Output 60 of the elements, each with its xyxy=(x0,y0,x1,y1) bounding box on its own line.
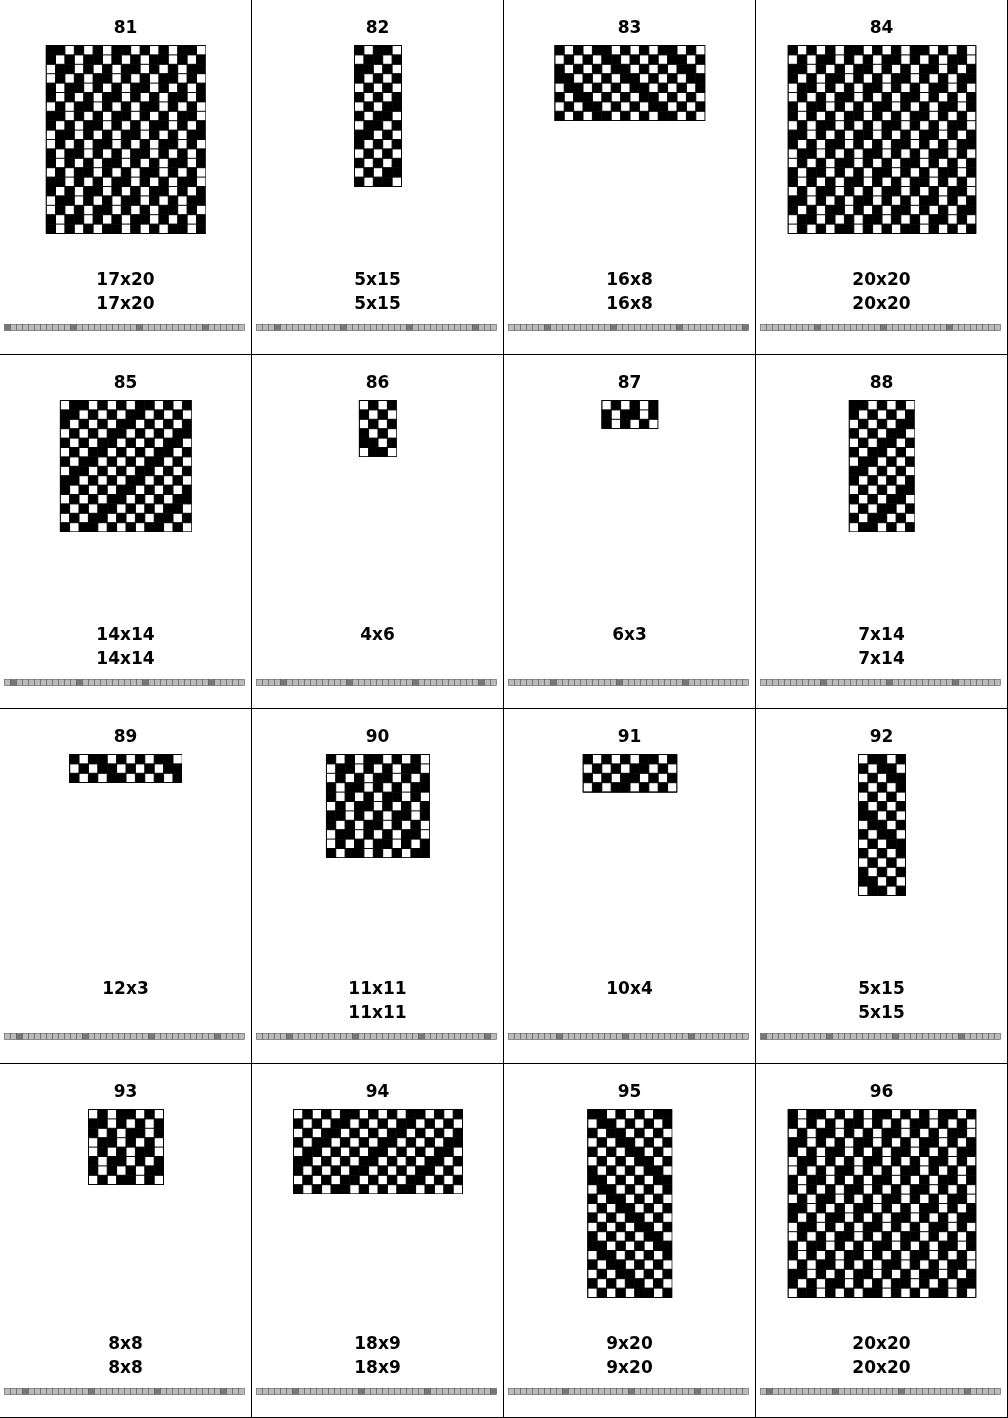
dimension-label: 20x20 xyxy=(851,1355,912,1378)
dimension-label: 9x20 xyxy=(605,1355,654,1378)
dimension-label: 4x6 xyxy=(359,622,396,645)
dimension-label: 7x14 xyxy=(857,622,906,645)
pattern-card xyxy=(252,709,504,1064)
pattern-card xyxy=(252,354,504,709)
pattern-card xyxy=(756,1063,1008,1418)
dimension-label: 5x15 xyxy=(857,1001,906,1023)
dimension-label: 20x20 xyxy=(851,1331,912,1354)
pattern-number: 95 xyxy=(616,1080,643,1101)
dimension-label: 20x20 xyxy=(851,292,912,314)
dimension-label: 20x20 xyxy=(851,268,912,290)
dimension-label: 17x20 xyxy=(95,292,156,314)
pattern-number: 82 xyxy=(364,17,391,37)
pattern-number: 92 xyxy=(868,726,895,746)
dimension-label: 17x20 xyxy=(95,268,156,290)
dimension-label: 6x3 xyxy=(611,622,648,645)
pattern-card xyxy=(756,354,1008,709)
pattern-number: 91 xyxy=(616,726,643,746)
dimension-label: 10x4 xyxy=(605,977,654,999)
dimension-label: 8x8 xyxy=(107,1331,144,1354)
dimension-label: 8x8 xyxy=(107,1355,144,1378)
dimension-label: 11x11 xyxy=(347,977,408,999)
dimension-label: 18x9 xyxy=(353,1331,402,1354)
pattern-number: 96 xyxy=(868,1080,895,1101)
dimension-label: 5x15 xyxy=(353,268,402,290)
dimension-label: 5x15 xyxy=(353,292,402,314)
pattern-number: 90 xyxy=(364,726,391,746)
pattern-number: 88 xyxy=(868,371,895,392)
dimension-label: 12x3 xyxy=(101,977,150,999)
pattern-card xyxy=(756,0,1008,355)
dimension-label: 11x11 xyxy=(347,1001,408,1023)
pattern-number: 94 xyxy=(364,1080,391,1101)
dimension-label: 14x14 xyxy=(95,622,156,645)
pattern-card xyxy=(504,354,756,709)
pattern-card xyxy=(0,354,252,709)
pattern-number: 84 xyxy=(868,17,895,37)
dimension-label: 5x15 xyxy=(857,977,906,999)
pattern-number: 87 xyxy=(616,371,643,392)
pattern-card xyxy=(252,0,504,355)
pattern-card xyxy=(252,1063,504,1418)
pattern-card xyxy=(504,709,756,1064)
pattern-number: 86 xyxy=(364,371,391,392)
pattern-card xyxy=(0,1063,252,1418)
dimension-label: 16x8 xyxy=(605,268,654,290)
pattern-card xyxy=(504,1063,756,1418)
dimension-label: 16x8 xyxy=(605,292,654,314)
pattern-card xyxy=(756,709,1008,1064)
dimension-label: 9x20 xyxy=(605,1331,654,1354)
pattern-card xyxy=(0,0,252,355)
pattern-number: 89 xyxy=(112,726,139,746)
dimension-label: 7x14 xyxy=(857,646,906,669)
pattern-card xyxy=(0,709,252,1064)
pattern-number: 93 xyxy=(112,1080,139,1101)
dimension-label: 18x9 xyxy=(353,1355,402,1378)
dimension-label: 14x14 xyxy=(95,646,156,669)
pattern-number: 85 xyxy=(112,371,139,392)
pattern-number: 81 xyxy=(112,17,139,37)
pattern-card xyxy=(504,0,756,355)
pattern-number: 83 xyxy=(616,17,643,37)
